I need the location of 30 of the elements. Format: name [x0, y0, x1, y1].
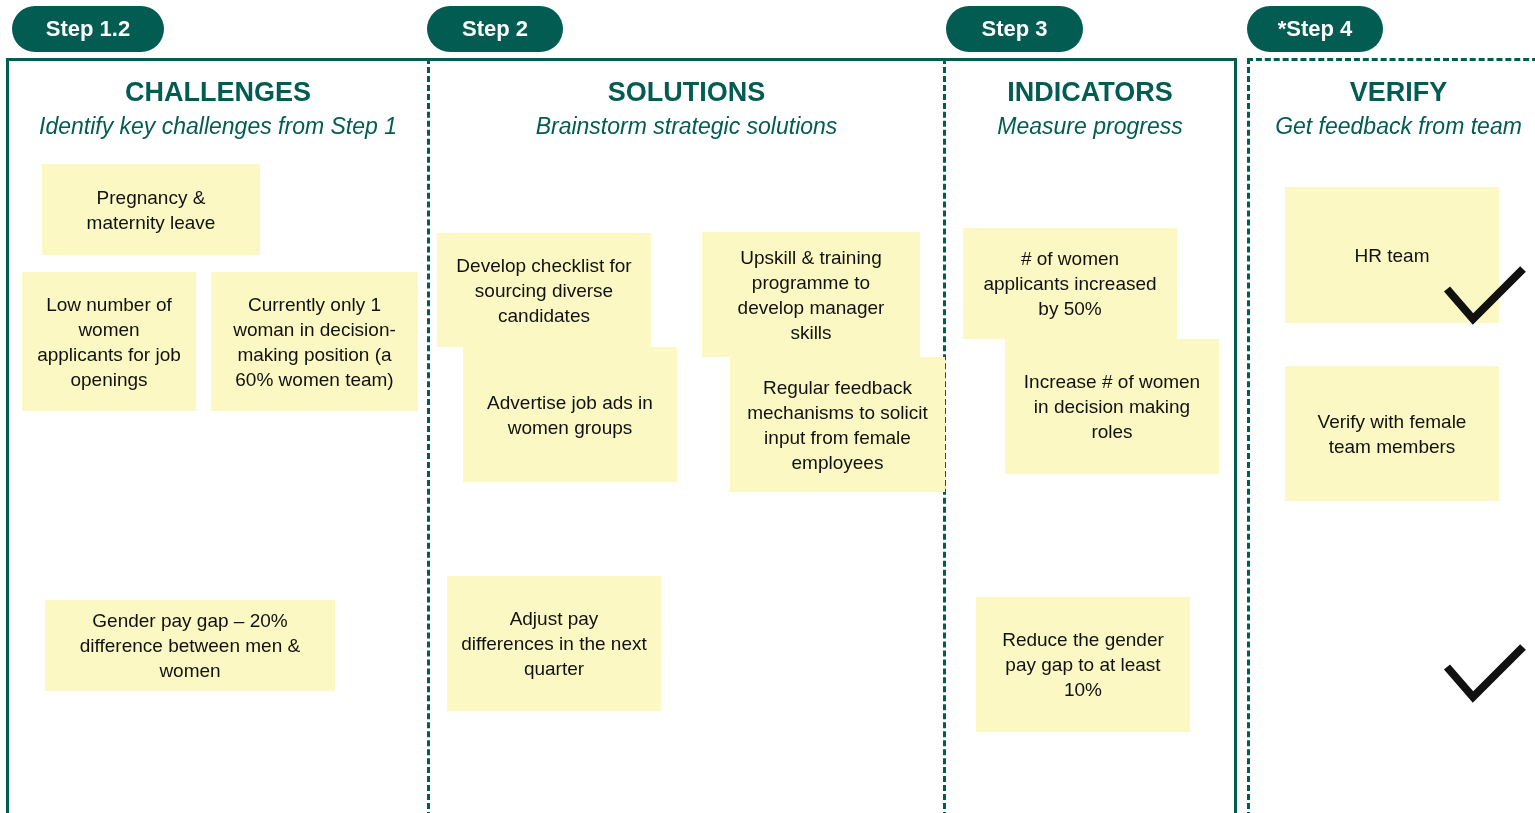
board-column — [6, 58, 430, 813]
sticky-note: # of women applicants increased by 50% — [963, 228, 1177, 339]
sticky-note: Low number of women applicants for job openings — [22, 272, 196, 411]
sticky-note: Reduce the gender pay gap to at least 10% — [976, 597, 1190, 732]
sticky-note: HR team — [1285, 187, 1499, 323]
step-badge: Step 1.2 — [12, 6, 164, 52]
board-column — [1247, 58, 1535, 813]
board-column — [946, 58, 1237, 813]
sticky-note: Increase # of women in decision making roles — [1005, 339, 1219, 474]
sticky-note: Develop checklist for sourcing diverse candidates — [437, 233, 651, 347]
step-badge: Step 3 — [946, 6, 1083, 52]
column-subtitle: Get feedback from team — [1274, 113, 1523, 140]
sticky-note: Verify with female team members — [1285, 366, 1499, 501]
sticky-note: Advertise job ads in women groups — [463, 347, 677, 482]
column-heading: VERIFY — [1348, 77, 1449, 108]
sticky-note: Currently only 1 woman in decision-making position (a 60% women team) — [211, 272, 418, 411]
sticky-note: Regular feedback mechanisms to solicit input from female employees — [730, 357, 945, 492]
sticky-note: Pregnancy & maternity leave — [42, 164, 260, 255]
column-heading: INDICATORS — [1006, 77, 1174, 108]
board-column — [430, 58, 946, 813]
sticky-note: Adjust pay differences in the next quarter — [447, 576, 661, 711]
column-heading: SOLUTIONS — [606, 77, 767, 108]
step-badge: *Step 4 — [1247, 6, 1383, 52]
sticky-note: Upskill & training programme to develop manager skills — [702, 232, 920, 357]
step-badge: Step 2 — [427, 6, 563, 52]
column-subtitle: Measure progress — [996, 113, 1184, 140]
column-heading: CHALLENGES — [124, 77, 312, 108]
sticky-note: Gender pay gap – 20% difference between men & women — [45, 600, 335, 691]
column-subtitle: Identify key challenges from Step 1 — [38, 113, 398, 140]
column-subtitle: Brainstorm strategic solutions — [534, 113, 839, 140]
